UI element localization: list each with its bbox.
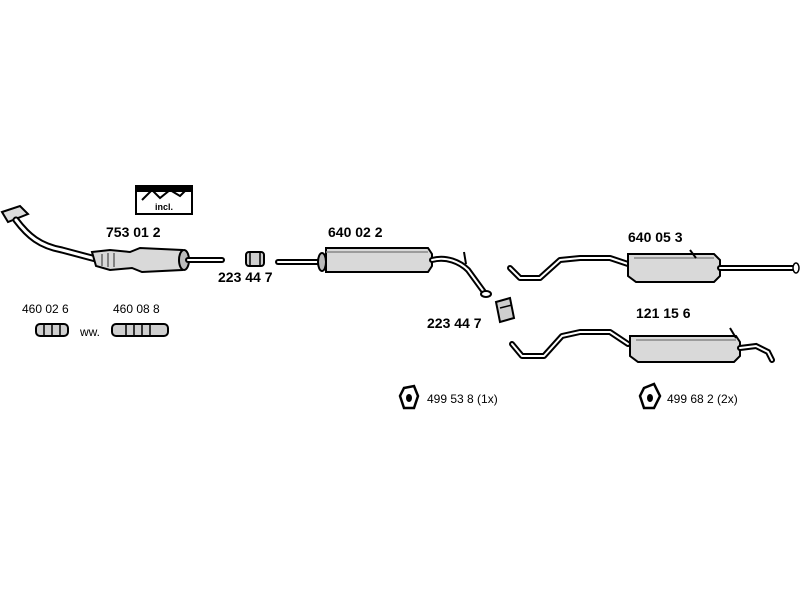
flex-pipe-b[interactable] [111,323,169,337]
catalytic-converter[interactable] [0,204,225,274]
rubber-mount-a-label: 499 53 8 (1x) [427,392,498,406]
mounting-kit-box[interactable] [135,185,193,215]
alternative-label: ww. [80,325,101,339]
rear-silencer-b[interactable] [509,327,775,363]
rear-silencer-a[interactable] [507,249,800,283]
rubber-mount-a[interactable] [398,384,420,410]
rubber-mount-b-label: 499 68 2 (2x) [667,392,738,406]
rubber-mount-b[interactable] [638,382,662,410]
clamp-front[interactable] [245,251,265,267]
flex-pipe-a-label: 460 02 6 [22,302,69,316]
clamp-front-label: 223 44 7 [218,269,273,285]
flex-pipe-a[interactable] [35,323,69,337]
catalytic-converter-label: 753 01 2 [106,224,161,240]
clamp-rear-label: 223 44 7 [427,315,482,331]
middle-silencer[interactable] [275,247,492,298]
middle-silencer-label: 640 02 2 [328,224,383,240]
kit-included-label: incl. [154,202,173,212]
clamp-rear[interactable] [494,296,516,324]
rear-silencer-a-label: 640 05 3 [628,229,683,245]
flex-pipe-b-label: 460 08 8 [113,302,160,316]
rear-silencer-b-label: 121 15 6 [636,305,691,321]
